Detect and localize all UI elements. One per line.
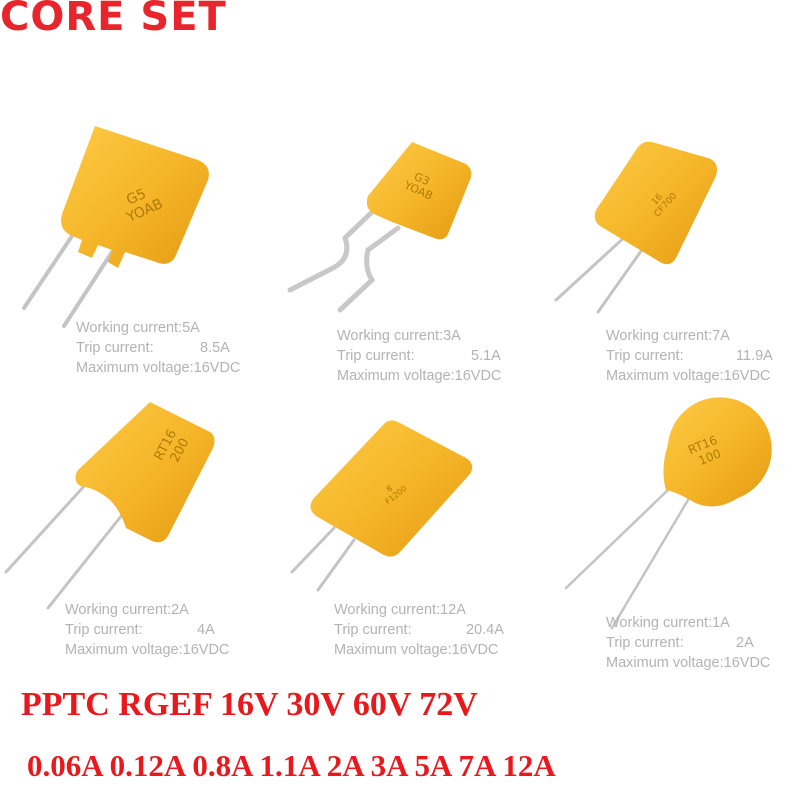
- fuse-photo-4: RT16 200: [4, 402, 215, 610]
- trip-current-value: 2A: [736, 635, 754, 651]
- spec-block-5: Working current:12A Trip current: 20.4A M…: [334, 600, 504, 660]
- current-ratings-line: 0.06A 0.12A 0.8A 1.1A 2A 3A 5A 7A 12A: [27, 748, 556, 783]
- working-current: Working current:7A: [606, 328, 730, 344]
- trip-current-label: Trip current:: [606, 348, 684, 364]
- trip-current-label: Trip current:: [65, 622, 143, 638]
- brand-logo: CORE SET: [0, 0, 227, 40]
- spec-block-3: Working current:7A Trip current: 11.9A Ma…: [606, 326, 773, 386]
- trip-current-value: 4A: [197, 622, 215, 638]
- max-voltage: Maximum voltage:16VDC: [606, 655, 771, 671]
- spec-block-2: Working current:3A Trip current: 5.1A Max…: [337, 326, 501, 386]
- working-current: Working current:12A: [334, 602, 466, 618]
- trip-current-value: 11.9A: [736, 348, 773, 364]
- spec-block-6: Working current:1A Trip current: 2A Maxim…: [606, 613, 770, 673]
- working-current: Working current:2A: [65, 602, 189, 618]
- spec-block-1: Working current:5A Trip current: 8.5A Max…: [76, 318, 240, 378]
- trip-current-label: Trip current:: [606, 635, 684, 651]
- max-voltage: Maximum voltage:16VDC: [76, 360, 241, 376]
- working-current: Working current:1A: [606, 615, 730, 631]
- fuse-photo-3: 16 CF700: [554, 141, 717, 314]
- fuse-photo-6: RT16 100: [564, 397, 772, 630]
- max-voltage: Maximum voltage:16VDC: [606, 368, 771, 384]
- trip-current-value: 20.4A: [466, 622, 504, 638]
- fuse-photo-1: G5 YOAB: [22, 126, 209, 328]
- working-current: Working current:3A: [337, 328, 461, 344]
- trip-current-value: 8.5A: [200, 340, 230, 356]
- working-current: Working current:5A: [76, 320, 200, 336]
- product-headline: PPTC RGEF 16V 30V 60V 72V: [21, 686, 478, 723]
- fuse-photo-5: 8 F1200: [290, 420, 473, 592]
- max-voltage: Maximum voltage:16VDC: [334, 642, 499, 658]
- trip-current-label: Trip current:: [334, 622, 412, 638]
- trip-current-value: 5.1A: [471, 348, 501, 364]
- trip-current-label: Trip current:: [76, 340, 154, 356]
- spec-block-4: Working current:2A Trip current: 4A Maxim…: [65, 600, 229, 660]
- max-voltage: Maximum voltage:16VDC: [337, 368, 502, 384]
- fuse-photo-2: G3 YOAB: [287, 142, 472, 313]
- trip-current-label: Trip current:: [337, 348, 415, 364]
- max-voltage: Maximum voltage:16VDC: [65, 642, 230, 658]
